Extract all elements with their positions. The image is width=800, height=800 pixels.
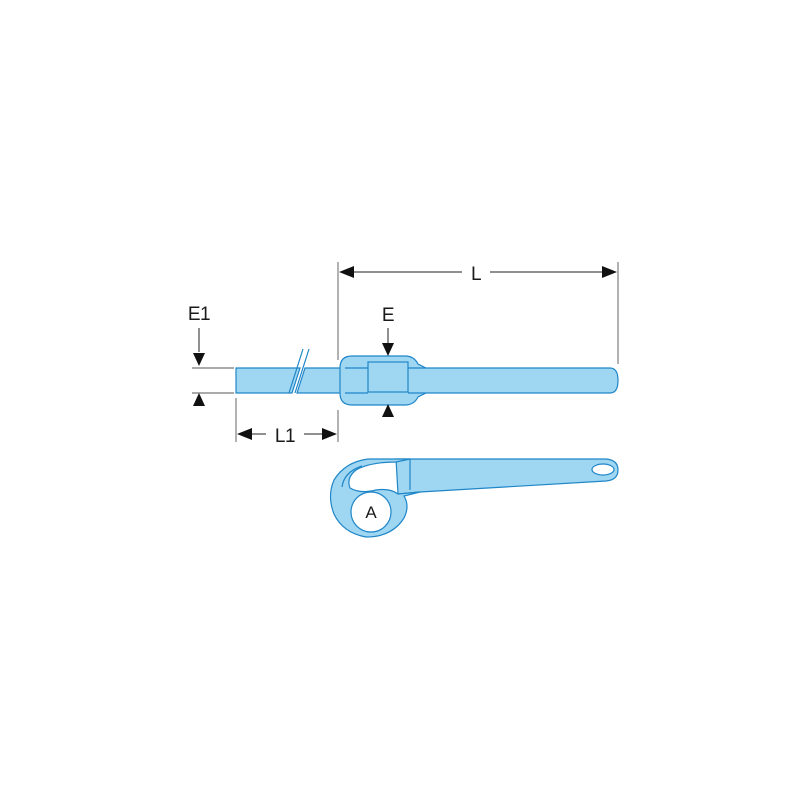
pipe-capacity-label-A: A (365, 503, 377, 522)
dimension-overall-length: L (337, 262, 619, 364)
arrow-down-icon (193, 353, 205, 366)
arrow-left-icon (339, 266, 354, 278)
arrow-left-icon (237, 428, 252, 440)
hook-inner-edge (341, 465, 363, 488)
arrow-right-icon (322, 428, 337, 440)
dimension-tip-thickness: E1 (188, 304, 234, 406)
dimension-label-L: L (471, 264, 481, 285)
tool-top-view: A (329, 458, 619, 538)
arrow-up-icon (193, 393, 205, 406)
dimension-label-L1: L1 (275, 426, 295, 447)
hanging-hole (591, 463, 615, 476)
arrow-up-icon (382, 404, 394, 417)
break-mark (288, 348, 304, 394)
tool-rod (235, 367, 301, 394)
arrow-down-icon (382, 343, 394, 356)
dimension-label-E1: E1 (188, 304, 210, 325)
dimension-label-E: E (382, 305, 394, 326)
tool-head-insert (367, 361, 409, 393)
dimension-tip-length: L1 (235, 398, 339, 447)
arrow-right-icon (602, 266, 617, 278)
tool-rod-after-break (296, 367, 346, 394)
tool-side-view (235, 348, 619, 406)
dimension-head-thickness: E (382, 305, 395, 417)
pipe-capacity-circle (350, 491, 392, 533)
break-mark (294, 348, 310, 394)
tool-handle (395, 458, 619, 495)
